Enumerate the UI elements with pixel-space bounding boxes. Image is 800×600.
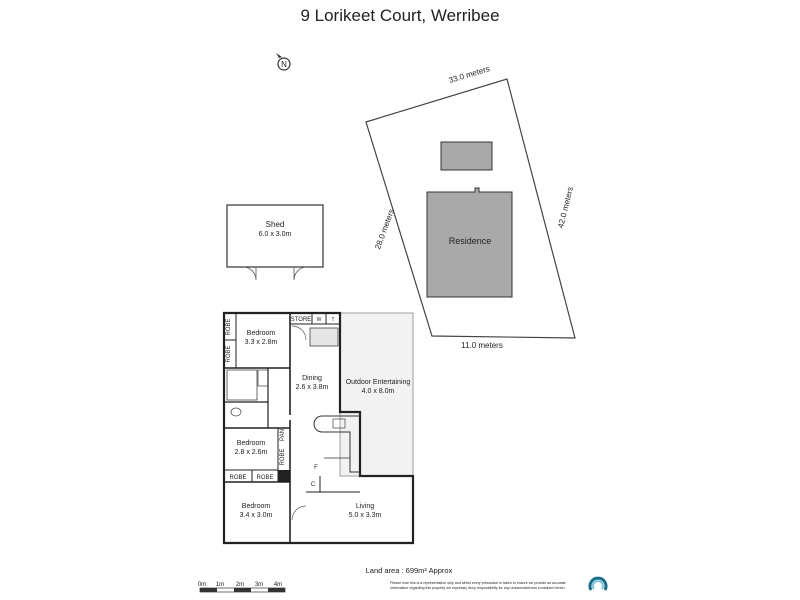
w-label: W [317, 317, 322, 323]
robe-label-3: ROBE [280, 448, 286, 465]
disclaimer-line-2: information regarding this property we e… [391, 586, 566, 590]
outbuilding [440, 141, 493, 171]
dining-name: Dining [302, 375, 322, 382]
bedroom-2-name: Bedroom [237, 440, 266, 447]
living-name: Living [356, 503, 374, 510]
outdoor-area [339, 312, 414, 477]
residence-footprint [426, 187, 513, 298]
f-label: F [314, 465, 318, 471]
scale-3: 3m [255, 582, 263, 588]
site-plan: 33.0 meters 42.0 meters 28.0 meters 11.0… [365, 64, 576, 350]
c-label: C [311, 482, 316, 488]
north-label: N [281, 60, 287, 69]
shed: Shed 6.0 x 3.0m [226, 204, 324, 281]
site-dim-bottom: 11.0 meters [461, 341, 503, 350]
bedroom-3-name: Bedroom [242, 503, 271, 510]
living-size: 5.0 x 3.3m [349, 512, 382, 519]
t-label: T [331, 317, 334, 323]
bedroom-1-size: 3.3 x 2.8m [245, 339, 278, 346]
site-dim-left: 28.0 meters [373, 208, 396, 251]
brand-logo-icon [588, 576, 608, 591]
outdoor-name: Outdoor Entertaining [346, 379, 411, 386]
outdoor-size: 4.0 x 8.0m [362, 388, 395, 395]
scale-4: 4m [274, 582, 282, 588]
shed-size: 6.0 x 3.0m [259, 231, 292, 238]
north-arrow-icon: N [276, 53, 291, 71]
disclaimer-line-1: Please note this is a representation onl… [390, 581, 566, 585]
house-floor-plan: ROBE ROBE Bedroom 3.3 x 2.8m STORE W T D… [222, 311, 415, 545]
bedroom-2-size: 2.8 x 2.6m [235, 449, 268, 456]
bedroom-3-size: 3.4 x 3.0m [240, 512, 273, 519]
robe-label-2: ROBE [226, 345, 232, 362]
site-dim-top: 33.0 meters [448, 64, 491, 85]
site-dim-right: 42.0 meters [556, 186, 575, 229]
robe-label-1: ROBE [226, 318, 232, 335]
plan-sheet [188, 0, 612, 600]
scale-1: 1m [216, 582, 224, 588]
site-boundary [365, 78, 576, 339]
bedroom-1-name: Bedroom [247, 330, 276, 337]
scale-2: 2m [236, 582, 244, 588]
shed-name: Shed [266, 220, 285, 229]
pan-label: PAN [280, 429, 286, 441]
robe-label-4: ROBE [229, 475, 246, 481]
dining-size: 2.6 x 3.8m [296, 384, 329, 391]
page-title: 9 Lorikeet Court, Werribee [300, 6, 500, 25]
store-label: STORE [291, 317, 312, 323]
robe-label-5: ROBE [256, 475, 273, 481]
land-area: Land area : 699m² Approx [366, 566, 453, 575]
residence-label: Residence [449, 236, 492, 246]
scale-0: 0m [198, 582, 206, 588]
scale-bar: 0m 1m 2m 3m 4m [198, 582, 286, 593]
